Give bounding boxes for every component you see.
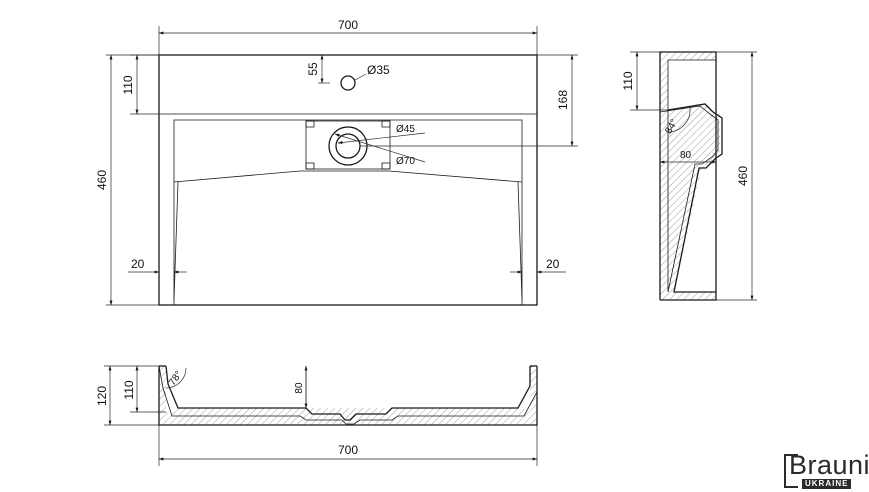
logo-initial: B: [789, 450, 808, 480]
bottom-outline: [158, 366, 538, 426]
bottom-view: 120 110 78° 80 700: [95, 365, 538, 466]
drain-outer-label: Ø70: [396, 156, 415, 167]
logo-frame: [784, 454, 798, 488]
side-topband-label: 110: [621, 71, 635, 90]
wall-left-label: 20: [131, 257, 145, 271]
front-view: 700 110 460 55 Ø35 168 Ø45 Ø70 20: [95, 18, 578, 306]
faucet-offset-label: 55: [306, 62, 320, 76]
bottom-inner-height-label: 110: [122, 380, 136, 399]
drain-inner-label: Ø45: [396, 124, 415, 135]
bottom-total-height-label: 120: [95, 386, 109, 406]
drain-recess: [305, 120, 391, 170]
drain-center-label: 168: [556, 90, 570, 110]
faucet-hole-label: Ø35: [367, 63, 390, 77]
side-view: 110 84° 80 460: [621, 51, 757, 301]
side-drain-depth-label: 80: [680, 150, 692, 161]
logo-name: Brauni: [789, 450, 869, 480]
wall-right-label: 20: [546, 257, 560, 271]
faucet-hole: [340, 75, 356, 91]
front-height-label: 460: [95, 170, 109, 190]
front-outline: [158, 54, 538, 306]
logo-wordmark: rauni: [807, 450, 869, 480]
logo-region: UKRAINE: [802, 479, 852, 489]
drain-inner-circle: [335, 133, 361, 159]
bottom-width-label: 700: [338, 443, 358, 457]
front-width-label: 700: [338, 18, 358, 32]
brand-logo: Brauni UKRAINE: [784, 450, 869, 490]
bottom-basin-depth-label: 80: [294, 382, 305, 394]
side-height-label: 460: [736, 166, 750, 186]
bottom-angle-label: 78°: [167, 369, 185, 388]
front-topband-label: 110: [121, 75, 135, 94]
